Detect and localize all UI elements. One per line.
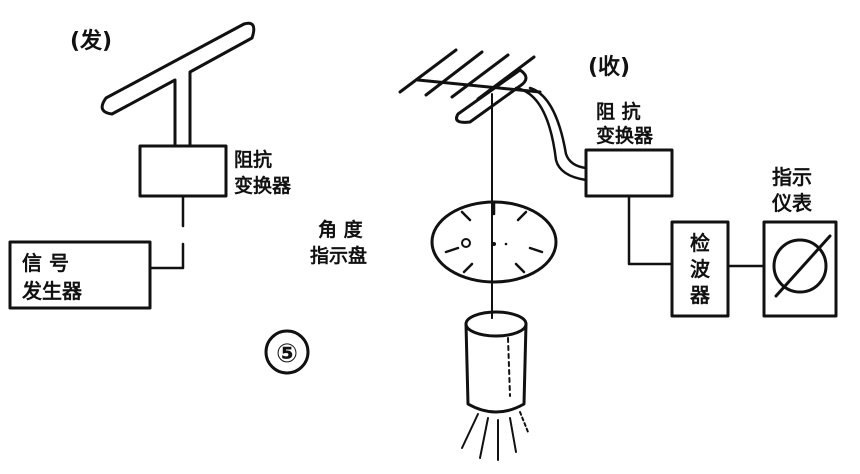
transmitter-cable-to-generator	[148, 242, 185, 270]
signal-generator-label-line1: 信 号	[22, 251, 69, 275]
receiver-cable-to-detector	[627, 194, 674, 266]
transmitter-impedance-converter-box	[138, 144, 228, 198]
transmitter-impedance-converter-label-line2: 变换器	[234, 174, 292, 197]
indicator-meter	[762, 220, 838, 318]
indicator-meter-label-line2: 仪表	[771, 191, 813, 215]
indicator-meter-label-line1: 指示	[772, 165, 812, 189]
receiver-feeder-cable-a	[514, 86, 588, 182]
detector-box	[670, 220, 730, 318]
transmitter-impedance-converter-label-line1: 阻抗	[234, 148, 272, 171]
angle-indicator-dial	[430, 200, 558, 284]
detector-label-1: 检	[690, 231, 710, 255]
transmitter-dipole-antenna	[100, 21, 256, 148]
detector-label-2: 波	[690, 257, 711, 281]
receiver-label: (收)	[588, 54, 630, 80]
detector-label-3: 器	[689, 283, 711, 307]
rotator-cylinder	[461, 310, 529, 461]
receiver-impedance-converter-box	[584, 148, 674, 198]
angle-dial-label-line1: 角 度	[318, 218, 364, 241]
signal-generator-box	[8, 240, 152, 310]
receiver-feeder-cable-b	[528, 86, 588, 170]
transmitter-label: (发)	[70, 28, 112, 54]
figure-number-badge: ⑤	[264, 329, 310, 375]
figure-number: ⑤	[276, 339, 298, 369]
receiver-impedance-converter-label-line1: 阻 抗	[596, 100, 641, 123]
receiver-yagi-antenna	[398, 48, 542, 124]
angle-dial-label-line2: 指示盘	[310, 244, 367, 267]
signal-generator-label-line2: 发生器	[21, 279, 83, 303]
receiver-impedance-converter-label-line2: 变换器	[596, 124, 654, 147]
